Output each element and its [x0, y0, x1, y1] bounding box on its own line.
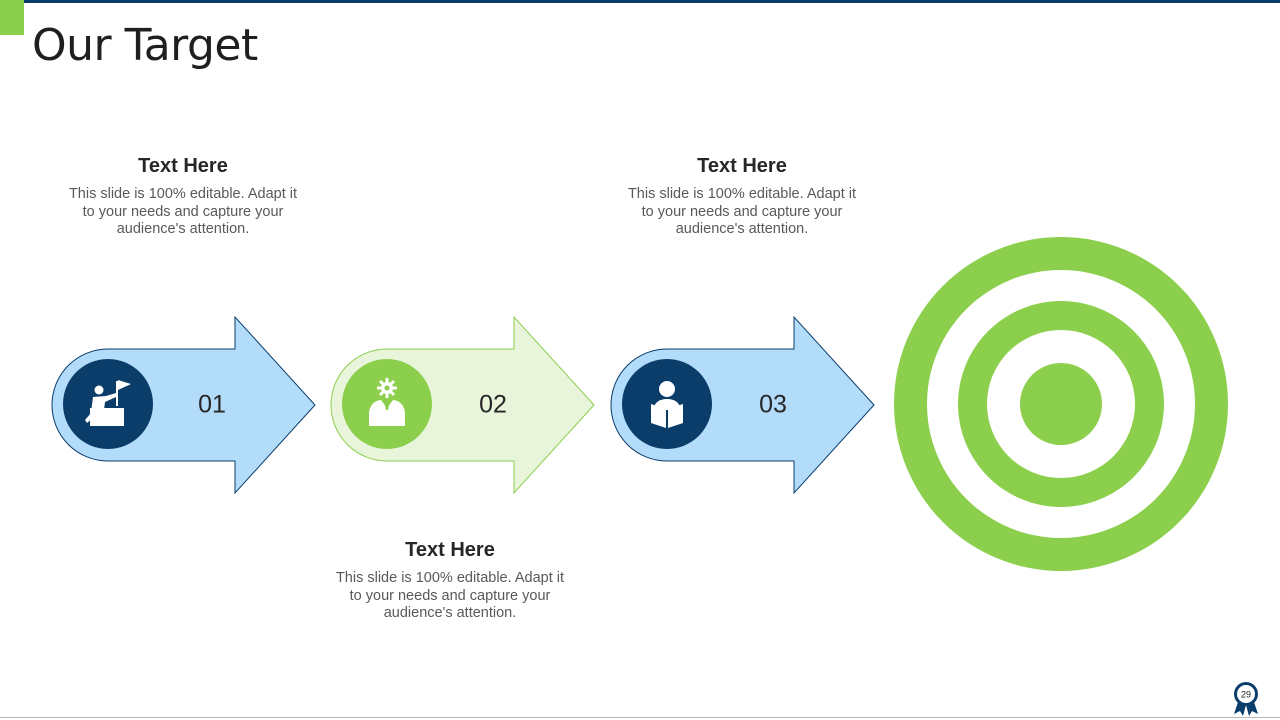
bullseye-target-icon [894, 237, 1228, 571]
businessman-gear-icon [369, 378, 405, 426]
step-2-arrow: 02 [330, 315, 595, 495]
step-2-callout: Text Here This slide is 100% editable. A… [330, 538, 570, 623]
step-3-number: 03 [759, 391, 787, 419]
step-2-heading: Text Here [405, 539, 495, 561]
step-1-number: 01 [198, 391, 226, 419]
page-title: Our Target [32, 20, 258, 71]
bottom-rule [0, 717, 1280, 718]
title-accent-block [0, 0, 24, 35]
climber-flag-icon [85, 380, 131, 426]
step-1-arrow: 01 [51, 315, 316, 495]
step-3-callout: Text Here This slide is 100% editable. A… [622, 154, 862, 239]
step-3-heading: Text Here [697, 155, 787, 177]
reader-book-icon [651, 381, 683, 428]
step-1-body: This slide is 100% editable. Adapt it to… [68, 186, 298, 238]
page-number-badge: 29 [1234, 682, 1258, 716]
step-1-callout: Text Here This slide is 100% editable. A… [63, 154, 303, 239]
page-number: 29 [1241, 689, 1251, 699]
step-3-body: This slide is 100% editable. Adapt it to… [627, 186, 857, 238]
step-1-heading: Text Here [138, 155, 228, 177]
step-2-number: 02 [479, 391, 507, 419]
top-rule [0, 0, 1280, 3]
step-3-arrow: 03 [610, 315, 875, 495]
step-1-icon-circle [63, 359, 153, 449]
step-2-body: This slide is 100% editable. Adapt it to… [335, 570, 565, 622]
